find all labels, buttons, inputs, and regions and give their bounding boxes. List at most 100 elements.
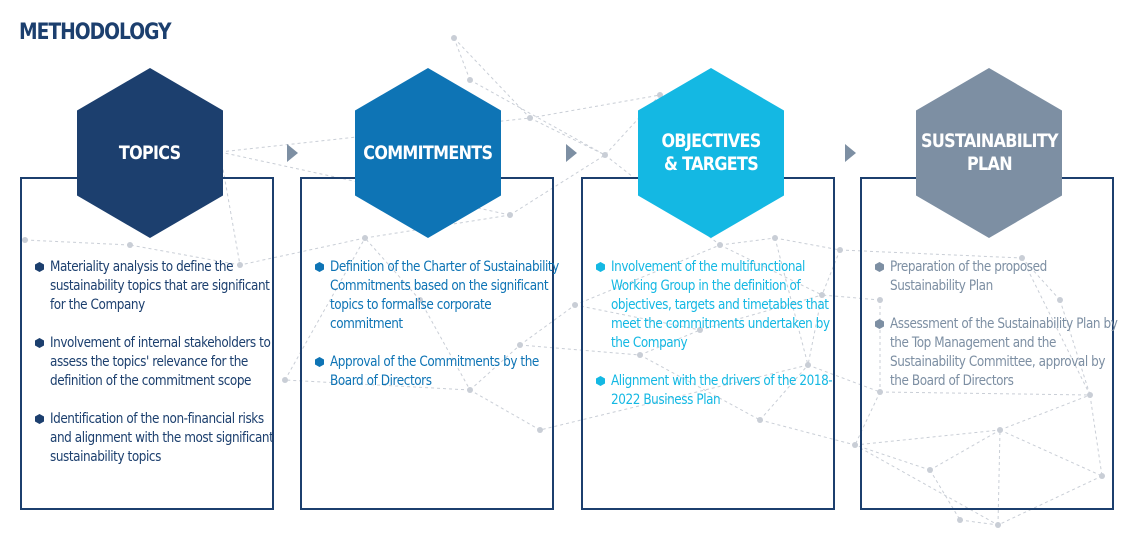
list-item: Involvement of the multifunctional Worki… <box>592 258 830 353</box>
arrow-right-icon <box>566 144 577 162</box>
network-node <box>757 417 763 423</box>
network-node <box>127 242 133 248</box>
network-link <box>999 429 1103 477</box>
hexagon-bullet-icon <box>315 357 324 367</box>
network-node <box>467 387 473 393</box>
network-node <box>572 302 578 308</box>
network-link <box>774 237 809 366</box>
hexagon-bullet-icon <box>596 262 605 272</box>
network-link <box>284 379 471 391</box>
list-item: Identification of the non-financial risk… <box>31 410 274 467</box>
network-node <box>637 352 643 358</box>
network-node <box>1019 255 1025 261</box>
network-node <box>1099 473 1105 479</box>
list-item: Definition of the Charter of Sustainabil… <box>311 258 559 334</box>
network-link <box>959 519 999 526</box>
network-link <box>1059 299 1091 396</box>
hexagon-label: TOPICS <box>119 141 181 164</box>
network-node <box>22 237 28 243</box>
network-link <box>854 444 931 471</box>
network-node <box>1057 297 1063 303</box>
hexagon-label: SUSTAINABILITY PLAN <box>920 130 1059 175</box>
list-item: Approval of the Commitments by the Board… <box>311 353 549 391</box>
network-node <box>877 297 883 303</box>
hexagon-bullet-icon <box>35 414 44 424</box>
network-link <box>509 154 606 216</box>
hexagon-label: COMMITMENTS <box>363 141 494 164</box>
network-node <box>282 377 288 383</box>
hexagon-label: OBJECTIVES & TARGETS <box>661 130 761 175</box>
network-link <box>854 429 1001 446</box>
network-link <box>469 389 541 431</box>
arrow-right-icon <box>845 144 856 162</box>
network-node <box>451 35 457 41</box>
network-link <box>364 237 421 301</box>
network-node <box>657 92 663 98</box>
network-node <box>1087 392 1093 398</box>
card-sustainability-plan: Preparation of the proposed Sustainabili… <box>860 177 1118 510</box>
network-link <box>854 391 881 446</box>
network-link <box>574 244 721 306</box>
network-link <box>929 469 961 521</box>
arrow-right-icon <box>287 144 298 162</box>
network-link <box>997 475 1103 526</box>
network-node <box>927 467 933 473</box>
list-item: Assessment of the Sustainability Plan by… <box>871 315 1118 391</box>
network-node <box>997 427 1003 433</box>
network-link <box>453 37 471 81</box>
hexagon-bullet-icon <box>875 319 884 329</box>
list-item: Alignment with the drivers of the 2018-2… <box>592 372 833 410</box>
hexagon-bullet-icon <box>875 262 884 272</box>
network-link <box>774 237 841 251</box>
network-link <box>821 294 881 301</box>
network-link <box>453 37 531 119</box>
network-link <box>807 364 881 393</box>
network-node <box>819 292 825 298</box>
hexagon-bullet-icon <box>315 262 324 272</box>
network-link <box>469 344 521 391</box>
card-topics: Materiality analysis to define the susta… <box>20 177 274 510</box>
page-title: METHODOLOGY <box>19 20 172 45</box>
network-node <box>517 342 523 348</box>
network-link <box>929 429 1001 471</box>
network-node <box>772 235 778 241</box>
network-node <box>837 247 843 253</box>
network-link <box>519 344 641 356</box>
network-node <box>527 115 533 121</box>
network-link <box>997 429 1001 526</box>
bullet-list-plan: Preparation of the proposed Sustainabili… <box>871 258 1118 410</box>
network-node <box>717 242 723 248</box>
network-node <box>697 327 703 333</box>
network-node <box>237 262 243 268</box>
network-link <box>529 117 606 156</box>
list-item: Materiality analysis to define the susta… <box>31 258 270 315</box>
network-link <box>519 304 576 346</box>
network-link <box>129 244 241 266</box>
bullet-list-topics: Materiality analysis to define the susta… <box>31 258 274 486</box>
network-node <box>507 212 513 218</box>
network-link <box>219 151 241 266</box>
network-node <box>362 235 368 241</box>
hexagon-commitments: COMMITMENTS <box>355 68 501 238</box>
network-link <box>879 391 1091 396</box>
network-link <box>469 79 606 156</box>
network-link <box>419 299 471 391</box>
hexagon-bullet-icon <box>35 262 44 272</box>
hexagon-bullet-icon <box>35 338 44 348</box>
network-node <box>805 362 811 368</box>
network-link <box>759 419 856 446</box>
network-link <box>539 364 809 431</box>
network-link <box>839 249 1023 259</box>
card-objectives-targets: Involvement of the multifunctional Worki… <box>581 177 835 510</box>
hexagon-bullet-icon <box>596 376 605 386</box>
network-node <box>537 427 543 433</box>
network-link <box>719 244 823 296</box>
network-link <box>639 354 761 421</box>
network-node <box>852 442 858 448</box>
network-link <box>1021 257 1091 396</box>
network-node <box>602 152 608 158</box>
bullet-list-commitments: Definition of the Charter of Sustainabil… <box>311 258 559 410</box>
network-link <box>999 394 1091 431</box>
network-node <box>467 77 473 83</box>
network-link <box>759 364 809 421</box>
